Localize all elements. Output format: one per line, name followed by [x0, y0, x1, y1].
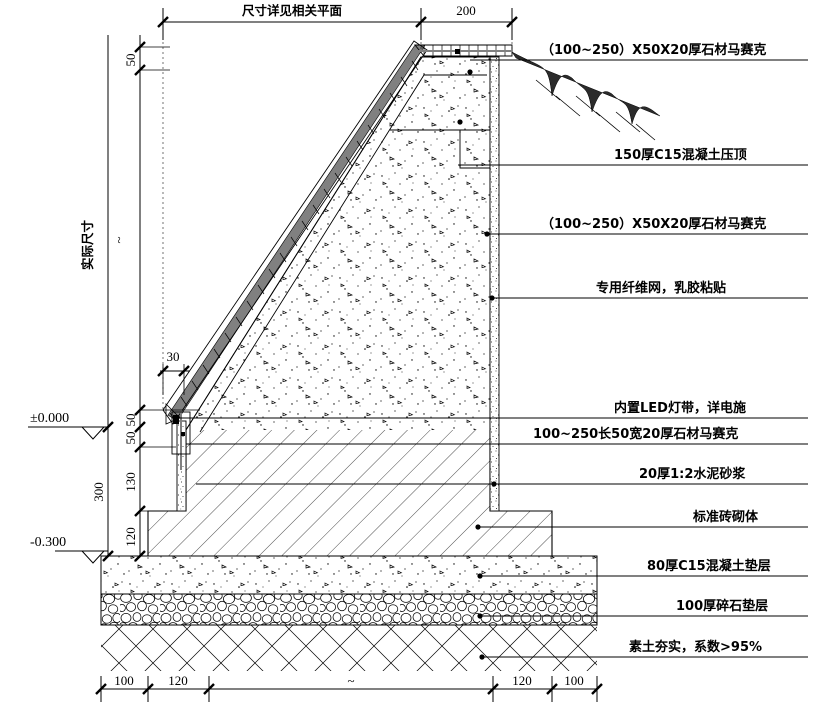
dimension-label: ~	[347, 673, 354, 688]
annotation-concrete-cap: 150厚C15混凝土压顶	[458, 147, 808, 166]
annotation-crushed-stone: 100厚碎石垫层	[480, 598, 808, 617]
dimension-30	[157, 364, 190, 395]
dimension-label: 120	[123, 527, 138, 547]
dimension-label: 50	[123, 414, 138, 427]
tilde-symbol: ~	[111, 236, 126, 243]
dimension-label: 200	[456, 3, 476, 18]
dimension-label: 100	[564, 673, 584, 688]
elevation-label: ±0.000	[30, 411, 69, 426]
annotation-label: 标准砖砌体	[692, 509, 759, 525]
compacted-earth-layer	[101, 625, 597, 671]
elevation-marker-0	[28, 426, 108, 440]
annotation-stone-mosaic-base: 100~250长50宽20厚石材马赛克	[186, 426, 808, 445]
dimension-label: 120	[168, 673, 188, 688]
section-geometry	[100, 40, 661, 671]
annotation-label: 150厚C15混凝土压顶	[614, 147, 747, 163]
elevation-label: -0.300	[30, 535, 66, 550]
dimension-label: 300	[91, 482, 106, 502]
dimension-label: 100	[114, 673, 134, 688]
dimension-label: 50	[123, 432, 138, 445]
annotation-concrete-cushion: 80厚C15混凝土垫层	[480, 558, 808, 577]
left-inner-dimension	[134, 35, 200, 562]
right-face-cladding	[489, 56, 500, 512]
dimension-labels: 尺寸详见相关平面 200 100 120 ~120 100 300 50 50 50 130 120 3…	[80, 3, 584, 688]
crushed-stone-layer	[100, 593, 598, 626]
elevation-marker-300	[55, 550, 108, 564]
break-line-symbol	[511, 51, 661, 141]
annotation-cement-mortar: 20厚1:2水泥砂浆	[196, 466, 808, 485]
annotation-fiber-mesh: 专用纤维网，乳胶粘贴	[492, 280, 808, 299]
left-outer-dimension	[102, 35, 114, 562]
annotation-group: （100~250）X50X20厚石材马赛克 150厚C15混凝土压顶 （100~25…	[180, 42, 808, 658]
concrete-cap	[185, 56, 491, 433]
annotation-label: （100~250）X50X20厚石材马赛克	[541, 216, 766, 232]
actual-dimension-label: 实际尺寸	[80, 220, 95, 271]
cap-detail-box	[390, 119, 490, 169]
annotation-label: 100厚碎石垫层	[676, 598, 768, 614]
dimension-label: 尺寸详见相关平面	[242, 3, 343, 18]
annotation-brick-masonry: 标准砖砌体	[478, 509, 808, 528]
dimension-label: 30	[167, 349, 180, 364]
annotation-label: 20厚1:2水泥砂浆	[639, 466, 746, 482]
bottom-dimension	[95, 676, 603, 702]
concrete-cushion-layer	[100, 555, 598, 595]
dimension-label: 50	[123, 54, 138, 67]
annotation-label: （100~250）X50X20厚石材马赛克	[541, 42, 766, 58]
led-strip-detail	[165, 403, 191, 455]
annotation-stone-mosaic-face: （100~250）X50X20厚石材马赛克	[487, 216, 808, 235]
annotation-compacted-earth: 素土夯实，系数>95%	[482, 639, 808, 658]
annotation-label: 80厚C15混凝土垫层	[647, 558, 771, 574]
annotation-label: 素土夯实，系数>95%	[629, 639, 762, 655]
dimension-lines	[28, 8, 603, 702]
dimension-label: 120	[512, 673, 532, 688]
annotation-label: 专用纤维网，乳胶粘贴	[596, 280, 726, 296]
annotation-label: 内置LED灯带，详电施	[614, 400, 746, 416]
annotation-led-strip: 内置LED灯带，详电施	[180, 400, 808, 419]
dimension-label: 130	[123, 472, 138, 492]
annotation-stone-mosaic-top: （100~250）X50X20厚石材马赛克	[470, 42, 808, 61]
annotation-label: 100~250长50宽20厚石材马赛克	[533, 426, 738, 442]
elevation-markers	[28, 426, 108, 564]
elevation-labels: ±0.000 -0.300	[30, 411, 69, 550]
